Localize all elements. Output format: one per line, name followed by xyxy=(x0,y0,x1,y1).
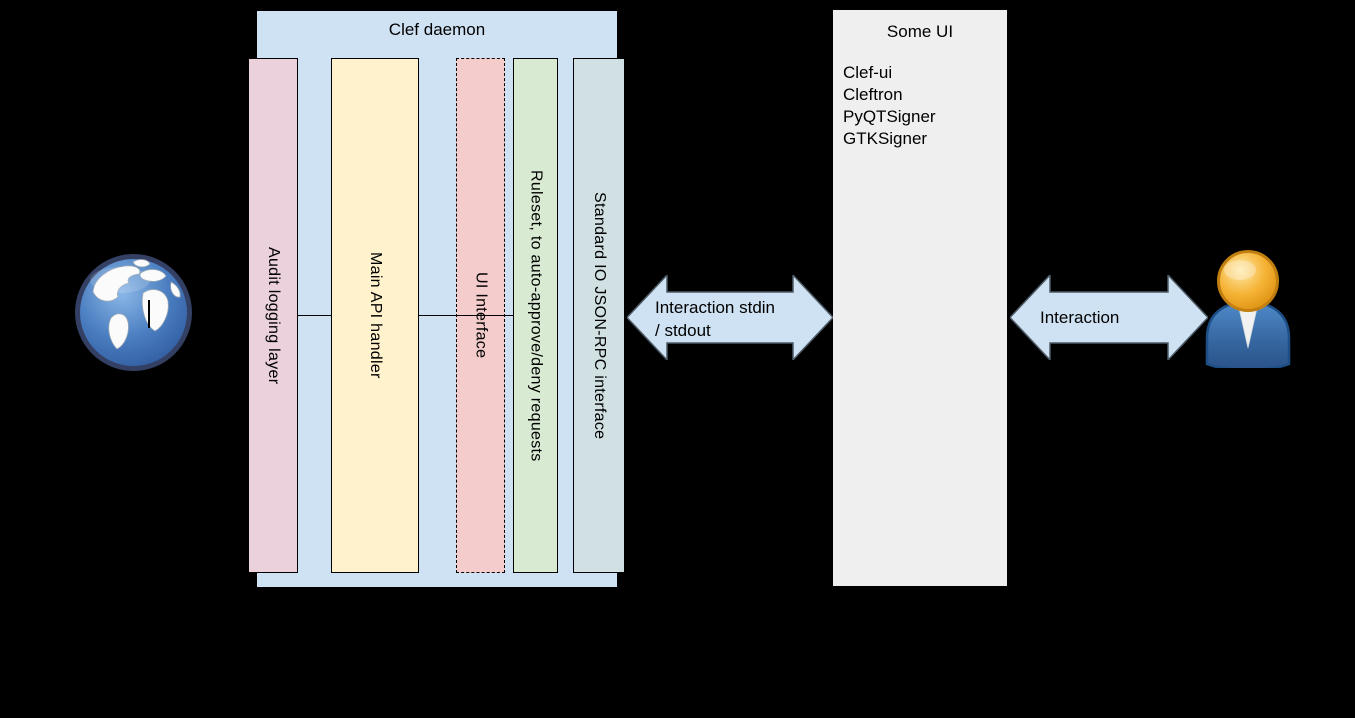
ui-item-pyqtsigner: PyQTSigner xyxy=(843,107,936,126)
arrow-interaction xyxy=(1010,275,1208,360)
text-cursor-artifact xyxy=(148,300,150,328)
clef-daemon-title: Clef daemon xyxy=(388,20,486,39)
arrow-stdin-stdout xyxy=(627,275,833,360)
user-icon xyxy=(1205,250,1291,368)
layer-audit-logging: Audit logging layer xyxy=(248,58,298,573)
user-head-gloss xyxy=(1224,260,1256,280)
layer-label: Ruleset, to auto-approve/deny requests xyxy=(527,169,545,462)
ui-item-cleftron: Cleftron xyxy=(843,85,903,104)
double-arrow-shape xyxy=(1010,275,1208,360)
globe-gloss xyxy=(90,267,150,293)
user-head xyxy=(1217,250,1279,312)
arrow-label-line1: Interaction stdin xyxy=(655,298,776,317)
double-arrow-shape xyxy=(627,275,833,360)
some-ui-list: Clef-ui Cleftron PyQTSigner GTKSigner xyxy=(843,62,936,150)
clef-daemon-box xyxy=(256,10,618,588)
ui-item-gtksigner: GTKSigner xyxy=(843,129,928,148)
globe-continents xyxy=(92,259,181,350)
layer-stdio-jsonrpc: Standard IO JSON-RPC interface xyxy=(573,58,625,573)
layer-label: Main API handler xyxy=(367,252,384,379)
layer-ruleset: Ruleset, to auto-approve/deny requests xyxy=(513,58,558,573)
arrow-label-stdin-stdout: Interaction stdin / stdout xyxy=(655,296,775,342)
connector-line xyxy=(298,315,331,316)
layer-label: Audit logging layer xyxy=(265,246,282,385)
some-ui-title: Some UI xyxy=(886,22,954,41)
arrow-label-line2: / stdout xyxy=(655,321,711,340)
globe-icon xyxy=(75,254,192,371)
ui-item-clef-ui: Clef-ui xyxy=(843,63,893,82)
arrow-label-interaction: Interaction xyxy=(1040,308,1120,327)
layer-main-api-handler: Main API handler xyxy=(331,58,419,573)
layer-label: Standard IO JSON-RPC interface xyxy=(591,191,608,440)
some-ui-box xyxy=(832,9,1008,587)
connector-line xyxy=(419,315,513,316)
